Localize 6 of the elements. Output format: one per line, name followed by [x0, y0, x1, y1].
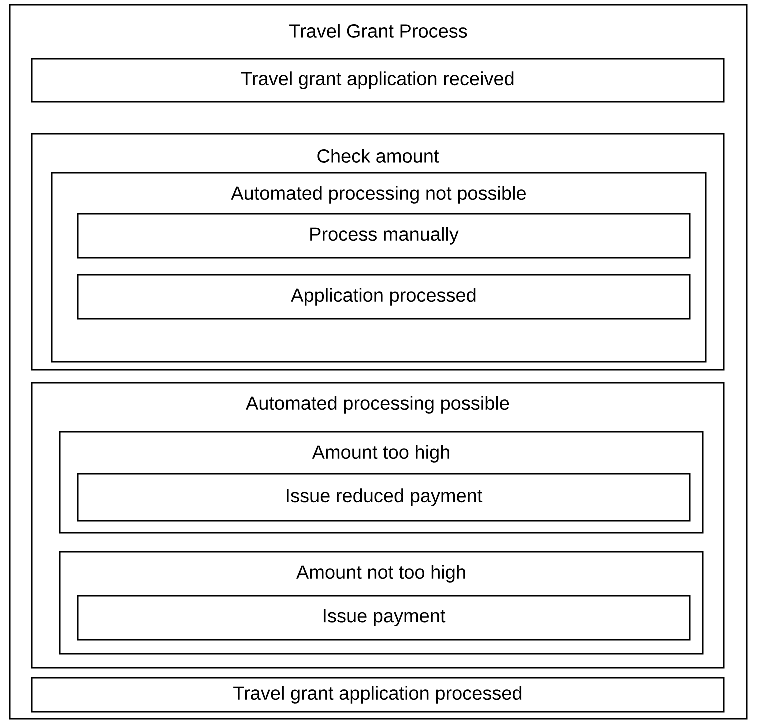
step-box: Process manually [77, 213, 691, 259]
step-box: Application processed [77, 274, 691, 320]
step-box: Travel grant application processed [31, 677, 725, 713]
step-box: Travel grant application received [31, 58, 725, 103]
step-box: Issue payment [77, 595, 691, 641]
step-box: Issue reduced payment [77, 473, 691, 522]
